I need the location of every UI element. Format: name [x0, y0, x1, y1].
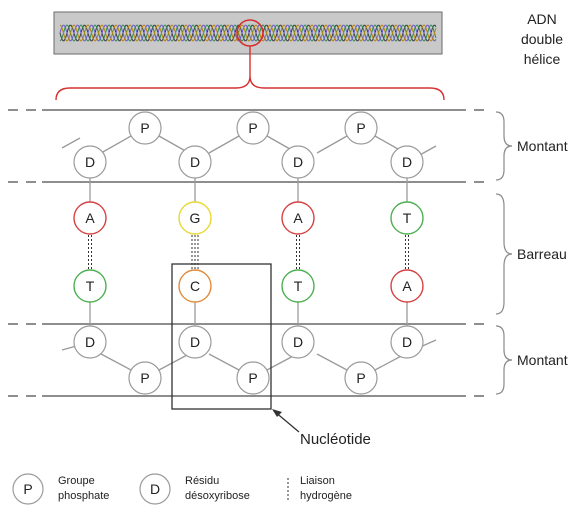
label-strand-bottom: Montant — [517, 352, 568, 368]
svg-text:C: C — [190, 278, 200, 294]
title-line-1: ADN — [527, 11, 557, 27]
helix-strand — [59, 24, 437, 42]
base-node: A — [390, 269, 424, 303]
svg-text:G: G — [190, 210, 201, 226]
brace-top — [495, 111, 513, 181]
phosphate-node: P — [236, 111, 270, 145]
legend: P Groupe phosphate D Résidu désoxyribose… — [12, 473, 352, 505]
base-circle — [178, 201, 212, 235]
svg-text:P: P — [356, 370, 365, 386]
phosphate-node: P — [128, 361, 162, 395]
legend-hbond: Liaison hydrogène — [287, 475, 352, 502]
label-strand-top: Montant — [517, 138, 568, 154]
zoom-bracket — [55, 75, 445, 101]
sugar-node: D — [73, 145, 107, 179]
svg-text:P: P — [356, 120, 365, 136]
base-node: G — [178, 201, 212, 235]
svg-text:P: P — [140, 120, 149, 136]
helix-strands — [59, 24, 437, 42]
title-line-2: double — [521, 31, 563, 47]
braces — [495, 111, 513, 395]
svg-text:P: P — [248, 120, 257, 136]
svg-text:D: D — [293, 154, 303, 170]
sugar-node: D — [390, 145, 424, 179]
legend-phosphate: P Groupe phosphate — [12, 473, 109, 505]
phosphate-node: P — [344, 361, 378, 395]
legend-hbond-line2: hydrogène — [300, 490, 352, 502]
bases-upper: A G A T — [73, 201, 424, 235]
title-line-3: hélice — [524, 51, 561, 67]
base-node: A — [73, 201, 107, 235]
legend-sugar-line2: désoxyribose — [185, 490, 250, 502]
nucleotide-label: Nucléotide — [300, 431, 371, 448]
legend-phosphate-line1: Groupe — [58, 475, 95, 487]
phosphate-node: P — [344, 111, 378, 145]
svg-text:P: P — [140, 370, 149, 386]
svg-text:T: T — [86, 278, 95, 294]
bottom-strand: D D D D P P P — [73, 325, 424, 395]
base-circle — [281, 269, 315, 303]
svg-text:D: D — [190, 154, 200, 170]
base-circle — [73, 269, 107, 303]
legend-hbond-line1: Liaison — [300, 475, 335, 487]
svg-text:D: D — [85, 334, 95, 350]
nucleotide-box: Nucléotide — [171, 263, 371, 448]
legend-phosphate-line2: phosphate — [58, 490, 109, 502]
base-node: A — [281, 201, 315, 235]
svg-text:D: D — [150, 481, 160, 497]
legend-sugar-symbol — [139, 473, 171, 505]
base-node: T — [73, 269, 107, 303]
base-stems — [89, 176, 408, 330]
svg-text:D: D — [402, 154, 412, 170]
svg-text:D: D — [293, 334, 303, 350]
top-backbone-lines — [8, 109, 490, 183]
arrow-head — [272, 409, 282, 417]
svg-text:A: A — [85, 210, 95, 226]
label-rung: Barreau — [517, 246, 567, 262]
svg-text:T: T — [403, 210, 412, 226]
svg-text:T: T — [294, 278, 303, 294]
helix-strand — [59, 24, 437, 42]
sugar-node: D — [178, 325, 212, 359]
sugar-node: D — [390, 325, 424, 359]
brace-bottom — [495, 325, 513, 395]
zoom-callout — [55, 19, 445, 101]
svg-text:D: D — [190, 334, 200, 350]
sugar-node: D — [178, 145, 212, 179]
helix-image — [53, 11, 443, 55]
base-node: T — [281, 269, 315, 303]
base-circle — [73, 201, 107, 235]
legend-sugar-line1: Résidu — [185, 475, 219, 487]
bases-lower: T C T A — [73, 269, 424, 303]
base-circle — [390, 201, 424, 235]
top-strand: P P P D D D D — [73, 111, 424, 179]
sugar-node: D — [73, 325, 107, 359]
bottom-backbone-lines — [8, 323, 490, 397]
base-circle — [281, 201, 315, 235]
svg-text:A: A — [293, 210, 303, 226]
phosphate-node: P — [236, 361, 270, 395]
base-circle — [390, 269, 424, 303]
sugar-node: D — [281, 145, 315, 179]
phosphate-node: P — [128, 111, 162, 145]
sugar-node: D — [281, 325, 315, 359]
base-node: T — [390, 201, 424, 235]
svg-text:D: D — [402, 334, 412, 350]
base-node: C — [178, 269, 212, 303]
svg-text:P: P — [248, 370, 257, 386]
legend-sugar: D Résidu désoxyribose — [139, 473, 250, 505]
svg-text:A: A — [402, 278, 412, 294]
legend-phosphate-symbol — [12, 473, 44, 505]
svg-text:P: P — [23, 481, 32, 497]
base-circle — [178, 269, 212, 303]
brace-mid — [495, 193, 513, 315]
svg-text:D: D — [85, 154, 95, 170]
hydrogen-bonds — [88, 235, 409, 269]
